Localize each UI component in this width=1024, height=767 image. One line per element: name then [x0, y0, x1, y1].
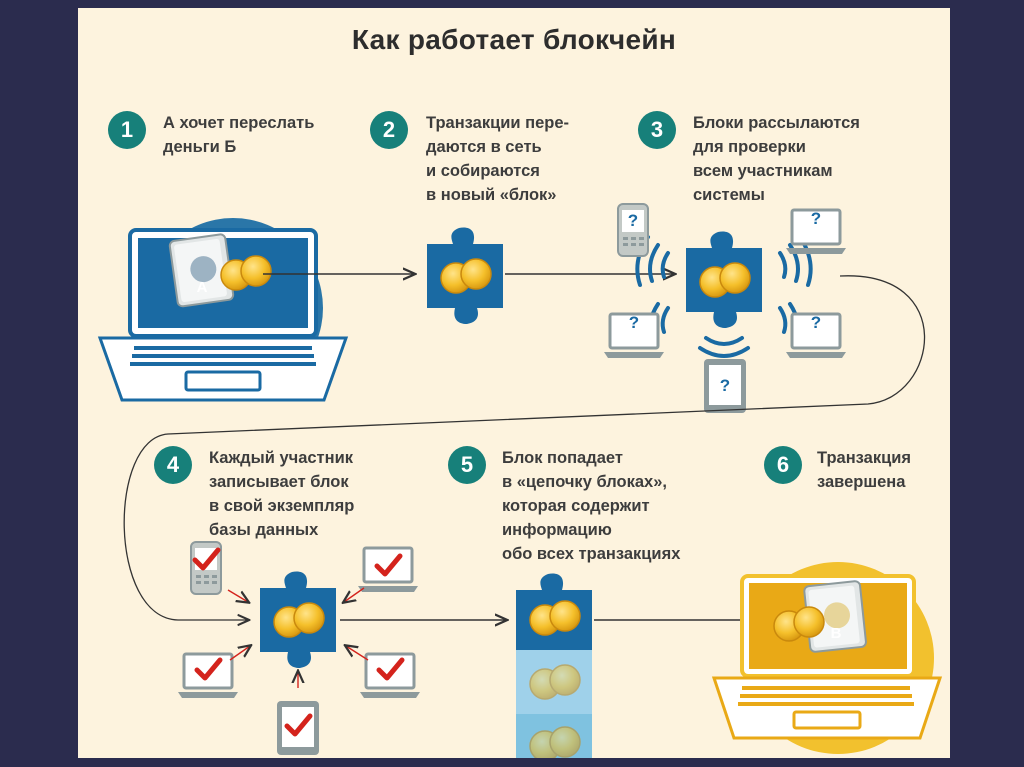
svg-text:A: A: [197, 279, 208, 296]
step-number: 5: [448, 446, 486, 484]
laptop-a-group: A: [100, 218, 346, 400]
svg-text:?: ?: [720, 376, 730, 395]
step-number: 2: [370, 111, 408, 149]
svg-text:?: ?: [811, 209, 821, 228]
svg-text:?: ?: [629, 313, 639, 332]
step-number: 3: [638, 111, 676, 149]
svg-text:?: ?: [811, 313, 821, 332]
step-number: 4: [154, 446, 192, 484]
block-chain: [516, 574, 592, 758]
svg-text:?: ?: [628, 211, 638, 230]
svg-text:B: B: [831, 625, 842, 642]
broadcast-block: [686, 232, 762, 328]
step-text: Транзакции пере-даются в сеть и собирают…: [426, 111, 569, 207]
record-block: [260, 572, 336, 668]
step-number: 1: [108, 111, 146, 149]
laptop-b-group: B: [714, 562, 940, 754]
puzzle-block-icon: [427, 228, 503, 324]
step-number: 6: [764, 446, 802, 484]
infographic-panel: Как работает блокчейн: [78, 8, 950, 758]
